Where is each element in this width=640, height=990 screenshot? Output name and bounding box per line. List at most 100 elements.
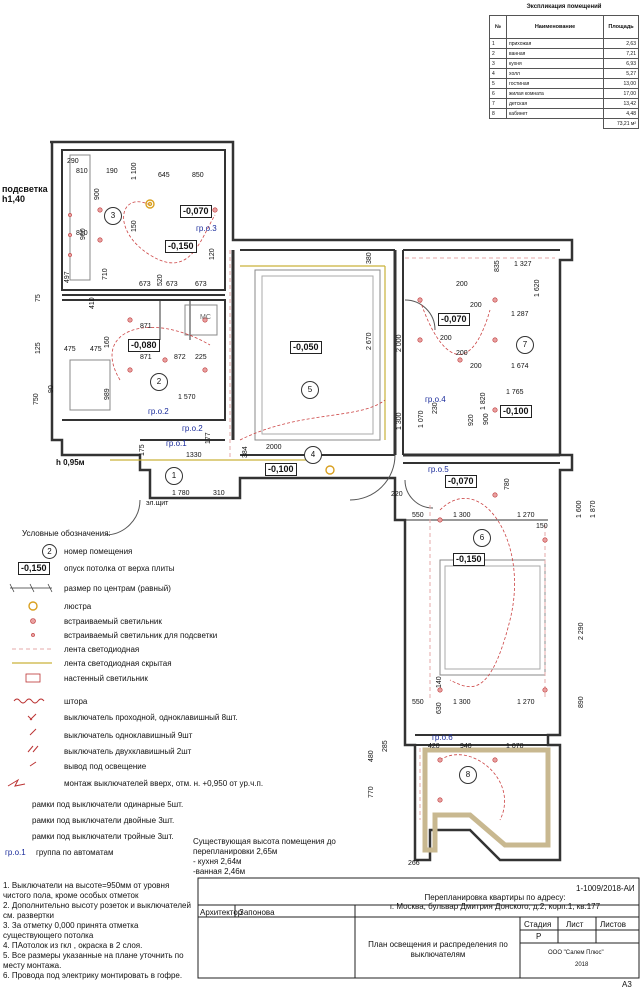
general-notes: 1. Выключатели на высоте=950мм от уровня… — [3, 881, 191, 981]
dimension: 1 327 — [514, 261, 532, 268]
dimension: 475 — [64, 346, 76, 353]
dimension: 420 — [428, 743, 440, 750]
dimension: 989 — [104, 388, 111, 400]
dimension: 1 570 — [178, 394, 196, 401]
dimension: 1 070 — [418, 410, 425, 428]
legend-room-sample: 2 — [42, 544, 57, 559]
dimension: 200 — [470, 302, 482, 309]
room-number: 5 — [301, 381, 319, 399]
group-label: гр.о.4 — [425, 395, 446, 404]
architect-label: Архитектор — [200, 908, 243, 917]
dimension: 770 — [368, 786, 375, 798]
mc-label: МС — [200, 314, 211, 321]
dimension: 1 300 — [453, 699, 471, 706]
dimension: 380 — [366, 252, 373, 264]
electrical-shield-label: эл.щит — [146, 500, 169, 507]
existing-height-line: -ванная 2,46м — [193, 867, 246, 876]
dimension: 1 870 — [590, 500, 597, 518]
dimension: 2 000 — [396, 334, 403, 352]
dimension: 900 — [94, 188, 101, 200]
dimension: 645 — [158, 172, 170, 179]
legend-item: монтаж выключателей вверх, отм. н. +0,95… — [64, 779, 264, 788]
dimension: 480 — [368, 750, 375, 762]
legend-item: номер помещения — [64, 547, 133, 556]
legend-item: настенный светильник — [64, 674, 148, 683]
note-line: месту монтажа. — [3, 961, 62, 970]
level-mark: -0,100 — [500, 405, 532, 418]
dimension: 225 — [195, 354, 207, 361]
dimension: 140 — [436, 676, 443, 688]
legend-item: рамки под выключатели двойные 3шт. — [32, 816, 175, 825]
sheet-label: Лист — [566, 920, 584, 929]
explication-header-area: Площадь — [603, 15, 639, 39]
dimension: 2 290 — [578, 622, 585, 640]
group-label: гр.о.5 — [428, 465, 449, 474]
room-number: 4 — [304, 446, 322, 464]
sheets-label: Листов — [600, 920, 626, 929]
legend-item: выключатель двухклавишный 2шт — [64, 747, 192, 756]
dimension: 871 — [140, 354, 152, 361]
dimension: 230 — [432, 402, 439, 414]
stamp-year: 2018 — [575, 962, 589, 968]
address-line: г. Москва, бульвар Дмитрия Донского, д.2… — [389, 902, 601, 911]
room-number: 7 — [516, 336, 534, 354]
room-number: 2 — [150, 373, 168, 391]
backlight-label: подсветка h1,40 — [2, 184, 48, 204]
sheet-format: А3 — [622, 980, 632, 989]
existing-height-line: перепланировки 2,65м — [193, 847, 278, 856]
legend-item: выключатель проходной, одноклавишный 8шт… — [64, 713, 238, 722]
legend-level-sample: -0,150 — [18, 562, 50, 575]
dimension: 1 300 — [396, 412, 403, 430]
backlight-label-line2: h1,40 — [2, 194, 26, 204]
dimension: 90 — [48, 385, 55, 393]
dimension: 177 — [205, 432, 212, 444]
dimension: 384 — [242, 446, 249, 458]
dimension: 673 — [166, 281, 178, 288]
dimension: 850 — [192, 172, 204, 179]
legend-item: рамки под выключатели одинарные 5шт. — [32, 800, 184, 809]
legend-item: опуск потолка от верха плиты — [64, 564, 175, 573]
address-line: Перепланировка квартиры по адресу: — [424, 893, 566, 902]
dimension: 810 — [76, 168, 88, 175]
dimension: 900 — [483, 413, 490, 425]
project-address: Перепланировка квартиры по адресу: г. Мо… — [360, 893, 630, 911]
dimension: 310 — [213, 490, 225, 497]
legend-item: рамки под выключатели тройные 3шт. — [32, 832, 174, 841]
dimension: 1330 — [186, 452, 202, 459]
dimension: 780 — [504, 478, 511, 490]
dimension: 890 — [578, 696, 585, 708]
table-row-total: 73,21 м² — [490, 118, 639, 129]
dimension: 175 — [139, 444, 146, 456]
dimension: 520 — [157, 274, 164, 286]
dimension: 410 — [89, 297, 96, 309]
drawing-title: План освещения и распределения по выключ… — [358, 940, 518, 960]
level-mark: -0,150 — [453, 553, 485, 566]
dimension: 150 — [536, 523, 548, 530]
legend-item: люстра — [64, 602, 92, 611]
level-mark: -0,050 — [290, 341, 322, 354]
dimension: 1 765 — [506, 389, 524, 396]
dimension: 1 070 — [506, 743, 524, 750]
legend-item: штора — [64, 697, 88, 706]
level-mark: -0,080 — [128, 339, 160, 352]
architect-name: Запонова — [239, 908, 275, 917]
dimension: 150 — [131, 220, 138, 232]
dimension: 940 — [460, 743, 472, 750]
note-line: существующего потолка — [3, 931, 94, 940]
legend-item: размер по центрам (равный) — [64, 584, 171, 593]
dimension: 1 270 — [517, 512, 535, 519]
level-mark: -0,100 — [265, 463, 297, 476]
dimension: 120 — [209, 248, 216, 260]
dimension: 1 780 — [172, 490, 190, 497]
group-label: гр.о.6 — [432, 733, 453, 742]
room-number: 3 — [104, 207, 122, 225]
note-line: 3. За отметку 0,000 принята отметка — [3, 921, 139, 930]
note-line: 1. Выключатели на высоте=950мм от уровня — [3, 881, 170, 890]
note-line: см. развертки — [3, 911, 54, 920]
legend-item: лента светодиодная — [64, 645, 140, 654]
dimension: 1 287 — [511, 311, 529, 318]
dimension: 497 — [64, 271, 71, 283]
legend-item: встраиваемый светильник для подсветки — [64, 631, 218, 640]
dimension: 835 — [494, 260, 501, 272]
existing-height-line: - кухня 2,64м — [193, 857, 242, 866]
